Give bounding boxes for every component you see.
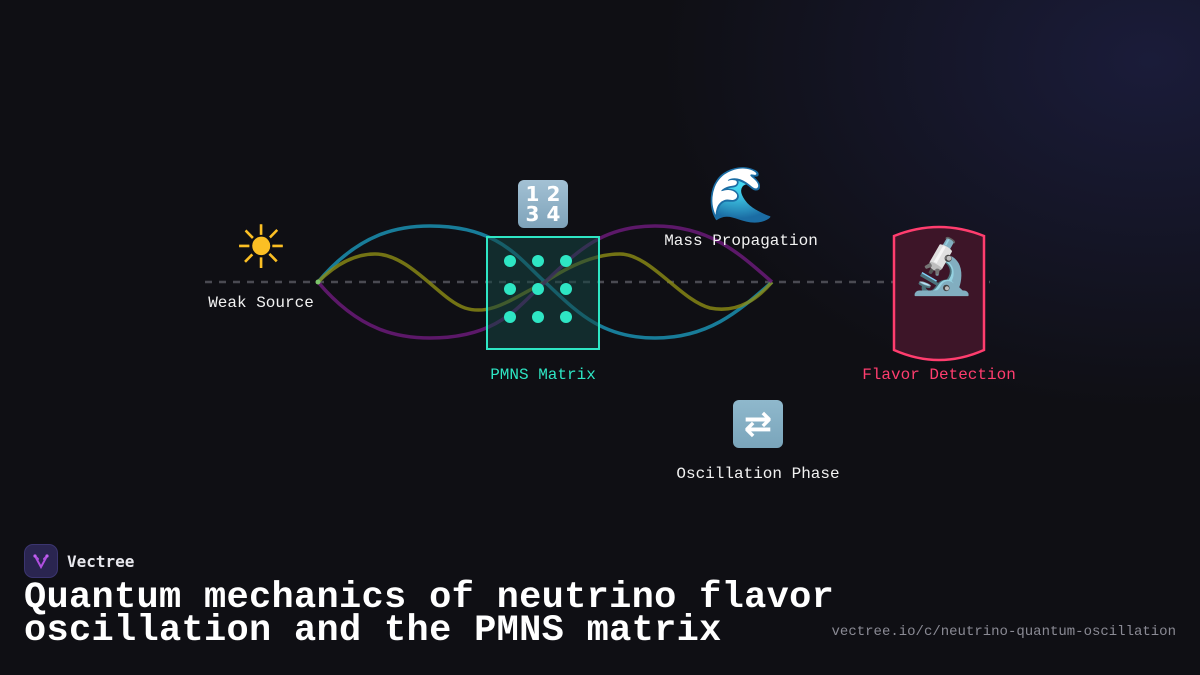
vectree-logo-icon: [24, 544, 58, 578]
sun-icon: ☀: [234, 213, 288, 283]
page-title: Quantum mechanics of neutrino flavor osc…: [24, 577, 835, 652]
brand[interactable]: Vectree: [24, 544, 134, 578]
node-label-pmns: PMNS Matrix: [490, 366, 596, 384]
node-label: Weak Source: [208, 294, 314, 312]
node-weak-source[interactable]: ☀ Weak Source: [196, 218, 326, 312]
node-label-detection: Flavor Detection: [862, 366, 1016, 384]
matrix-dots-icon: [504, 255, 572, 323]
node-oscillation-phase[interactable]: ⇄ Oscillation Phase: [670, 400, 846, 483]
brand-name: Vectree: [67, 551, 135, 571]
node-pmns-matrix[interactable]: [486, 236, 600, 350]
repeat-arrows-icon: ⇄: [733, 400, 783, 448]
node-label: Oscillation Phase: [676, 465, 840, 483]
source-url[interactable]: vectree.io/c/neutrino-quantum-oscillatio…: [831, 624, 1176, 640]
node-flavor-detection[interactable]: [892, 224, 986, 364]
wave-origin: [315, 279, 321, 285]
numbers-1234-icon: 1 2 3 4: [518, 180, 568, 228]
node-mass-propagation[interactable]: 🌊 Mass Propagation: [656, 163, 826, 251]
water-wave-icon: 🌊: [707, 163, 775, 226]
microscope-icon: 🔬: [908, 235, 976, 298]
node-label: Mass Propagation: [664, 232, 818, 250]
